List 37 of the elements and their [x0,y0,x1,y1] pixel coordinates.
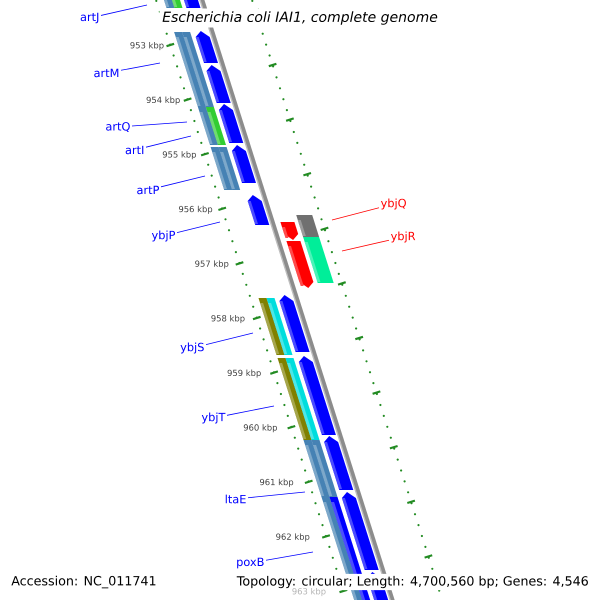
tick-label: 955 kbp [162,151,196,160]
leader-line [266,552,314,561]
tick-label: 958 kbp [211,314,245,324]
tick-label: 959 kbp [228,370,261,378]
gene-label: artM [94,68,118,78]
leader-line [160,176,206,188]
gene-label: ybjT [202,412,226,424]
tick-label: 956 kbp [178,206,212,214]
gene-label: ybjR [390,232,416,242]
gene-label: artQ [106,122,130,132]
gene-label: artI [126,146,144,154]
leader-line [176,222,220,234]
tick-label: 960 kbp [244,424,277,432]
leader-line [226,406,274,416]
tick-label: 957 kbp [195,260,228,268]
gene-label: artP [137,186,159,194]
title: Escherichia coli IAI1, complete genome [160,8,440,28]
leader-line [248,492,306,498]
leader-line [332,207,380,220]
gene-label: ybjP [152,230,176,242]
accession-text: Accession: NC_011741 [9,574,159,590]
gene-label: ybjQ [380,198,406,210]
leader-line [146,136,192,148]
tick-label: 953 kbp [130,42,164,50]
tick-label: 954 kbp [146,96,180,105]
gene-label: ltaE [226,494,246,504]
gene-label: poxB [237,558,264,568]
leader-line [100,4,148,16]
leader-line [132,122,188,126]
tick-label: 961 kbp [260,478,294,487]
leader-line [342,240,390,252]
tick-label: 963 kbp [292,588,326,596]
tick-label: 962 kbp [276,533,310,542]
gene-label: ybjS [180,342,204,354]
leader-line [120,62,160,71]
gene-label: artJ [80,12,98,24]
leader-line [206,332,254,346]
